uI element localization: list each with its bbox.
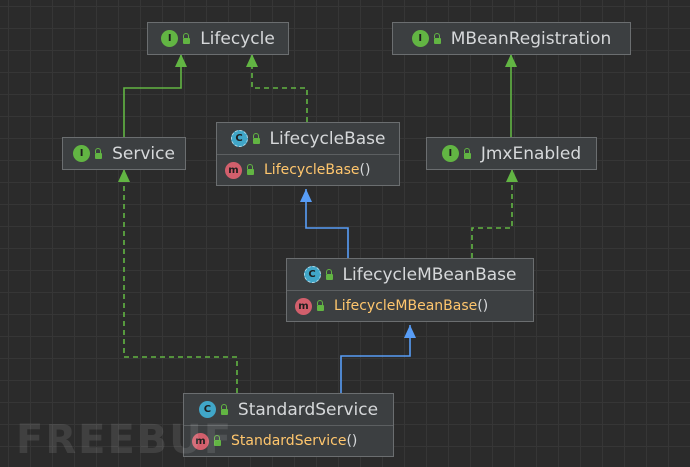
edge-line bbox=[340, 325, 411, 393]
node-member-row[interactable]: m StandardService() bbox=[184, 425, 393, 456]
public-lock-icon bbox=[317, 300, 324, 311]
interface-icon: I bbox=[411, 30, 429, 47]
edge-jmxenabled-to-mbeanregistration bbox=[505, 54, 517, 137]
node-name: StandardService bbox=[237, 399, 379, 420]
node-header[interactable]: C LifecycleMBeanBase bbox=[287, 259, 533, 290]
member-name: LifecycleBase bbox=[264, 162, 360, 178]
uml-node-lifecycle[interactable]: I Lifecycle bbox=[147, 22, 289, 55]
node-name: LifecycleMBeanBase bbox=[342, 264, 517, 285]
edge-arrowhead bbox=[506, 169, 518, 182]
interface-icon: I bbox=[73, 145, 91, 162]
edge-standardservice-to-lifecyclembeanbase bbox=[340, 325, 416, 393]
public-lock-icon bbox=[325, 268, 333, 280]
public-lock-icon bbox=[247, 164, 254, 175]
node-header[interactable]: I JmxEnabled bbox=[427, 138, 596, 169]
method-icon: m bbox=[225, 161, 242, 179]
public-lock-icon bbox=[463, 147, 471, 159]
class-icon: C bbox=[198, 401, 216, 418]
public-lock-icon bbox=[252, 132, 260, 144]
member-name: LifecycleMBeanBase bbox=[334, 298, 478, 314]
public-lock-icon bbox=[95, 147, 103, 159]
public-lock-icon bbox=[433, 32, 441, 44]
uml-node-service[interactable]: I Service bbox=[62, 137, 186, 170]
edge-arrowhead bbox=[404, 325, 416, 338]
edge-lifecyclebase-to-lifecycle bbox=[246, 54, 308, 122]
node-name: MBeanRegistration bbox=[450, 28, 612, 49]
edge-lifecyclembeanbase-to-jmxenabled bbox=[471, 169, 518, 258]
member-params: () bbox=[346, 433, 358, 449]
public-lock-icon bbox=[214, 435, 221, 446]
node-header[interactable]: C StandardService bbox=[184, 394, 393, 425]
interface-icon: I bbox=[441, 145, 459, 162]
edge-lifecyclembeanbase-to-lifecyclebase bbox=[300, 189, 349, 258]
node-header[interactable]: C LifecycleBase bbox=[217, 123, 399, 154]
edge-arrowhead bbox=[175, 54, 187, 67]
uml-node-jmxenabled[interactable]: I JmxEnabled bbox=[426, 137, 597, 170]
public-lock-icon bbox=[183, 32, 191, 44]
node-name: Service bbox=[112, 143, 175, 164]
edge-arrowhead bbox=[246, 54, 258, 67]
node-name: Lifecycle bbox=[200, 28, 275, 49]
edge-line bbox=[471, 169, 513, 258]
member-params: () bbox=[359, 162, 371, 178]
edge-line bbox=[305, 189, 349, 258]
node-header[interactable]: I Service bbox=[63, 138, 185, 169]
edge-line bbox=[251, 54, 308, 122]
member-name: StandardService bbox=[231, 433, 347, 449]
method-icon: m bbox=[192, 432, 209, 450]
abstract-class-icon: C bbox=[230, 130, 248, 147]
edge-arrowhead bbox=[505, 54, 517, 67]
edge-arrowhead bbox=[118, 169, 130, 182]
edge-service-to-lifecycle bbox=[123, 54, 187, 137]
interface-icon: I bbox=[161, 30, 179, 47]
uml-node-mbeanregistration[interactable]: I MBeanRegistration bbox=[392, 22, 631, 55]
abstract-class-icon: C bbox=[303, 266, 321, 283]
member-params: () bbox=[477, 298, 489, 314]
method-icon: m bbox=[295, 297, 312, 315]
freebuf-watermark: FREEBUF bbox=[16, 417, 234, 463]
node-header[interactable]: I MBeanRegistration bbox=[393, 23, 630, 54]
node-header[interactable]: I Lifecycle bbox=[148, 23, 288, 54]
node-member-row[interactable]: m LifecycleBase() bbox=[217, 154, 399, 185]
edge-line bbox=[123, 169, 238, 393]
public-lock-icon bbox=[220, 403, 228, 415]
edge-arrowhead bbox=[300, 189, 312, 202]
edge-standardservice-to-service bbox=[118, 169, 238, 393]
edge-line bbox=[123, 54, 182, 137]
node-name: JmxEnabled bbox=[480, 143, 582, 164]
node-member-row[interactable]: m LifecycleMBeanBase() bbox=[287, 290, 533, 321]
node-name: LifecycleBase bbox=[269, 128, 386, 149]
